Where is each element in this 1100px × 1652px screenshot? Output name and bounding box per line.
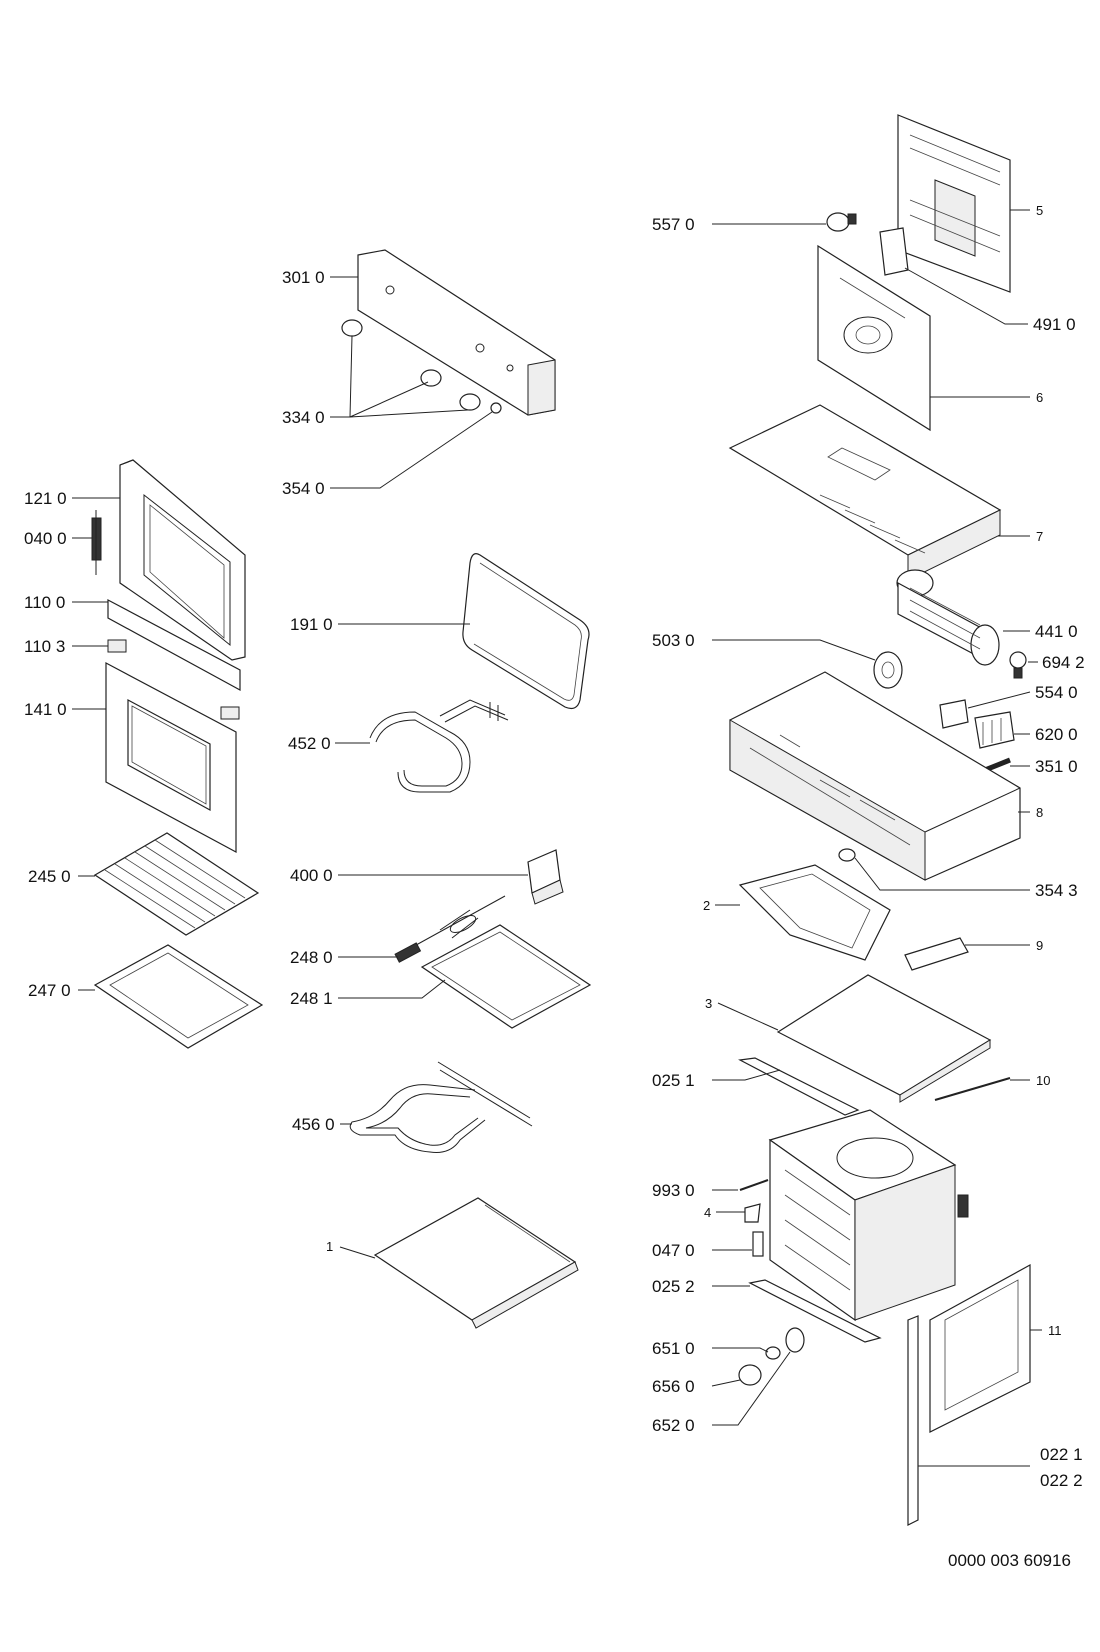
label-110-3: 110 3 <box>24 637 65 656</box>
label-4: 4 <box>704 1205 711 1220</box>
label-3: 3 <box>705 996 712 1011</box>
label-047-0: 047 0 <box>652 1241 695 1260</box>
part-lamp <box>1009 651 1027 679</box>
part-side-plate <box>776 974 992 1103</box>
part-spit-frame <box>420 924 592 1029</box>
part-base-housing <box>729 671 1021 881</box>
part-rail-upper <box>738 1057 860 1116</box>
part-bracket <box>904 937 969 971</box>
label-245-0: 245 0 <box>28 867 71 886</box>
label-354-3: 354 3 <box>1035 881 1078 900</box>
part-oven-cavity <box>768 1109 969 1322</box>
part-screw <box>739 1179 769 1191</box>
part-bottom-element <box>349 1061 533 1153</box>
part-grill-element <box>369 699 509 793</box>
label-694-2: 694 2 <box>1042 653 1085 672</box>
part-bottom-plate <box>373 1197 579 1329</box>
part-relay <box>939 699 969 729</box>
label-620-0: 620 0 <box>1035 725 1078 744</box>
part-rail-lower <box>748 1279 882 1343</box>
label-191-0: 191 0 <box>290 615 333 634</box>
part-clips <box>107 639 240 720</box>
label-452-0: 452 0 <box>288 734 331 753</box>
label-993-0: 993 0 <box>652 1181 695 1200</box>
part-lamp-holder <box>765 1346 781 1360</box>
part-door-frame <box>119 459 246 661</box>
part-tangential-fan <box>896 569 1000 666</box>
part-thermostat <box>527 849 564 905</box>
label-6: 6 <box>1036 390 1043 405</box>
part-vertical-rail <box>907 1315 919 1526</box>
label-141-0: 141 0 <box>24 700 67 719</box>
part-cover-plate <box>738 864 891 961</box>
part-back-wall <box>817 244 931 432</box>
label-441-0: 441 0 <box>1035 622 1078 641</box>
label-652-0: 652 0 <box>652 1416 695 1435</box>
label-334-0: 334 0 <box>282 408 325 427</box>
label-022-1: 022 1 <box>1040 1445 1083 1464</box>
part-lamp-cover <box>738 1364 762 1386</box>
part-rear-cover <box>897 114 1011 293</box>
label-110-0: 110 0 <box>24 593 65 612</box>
part-terminal-block <box>879 227 909 276</box>
label-022-2: 022 2 <box>1040 1471 1083 1490</box>
label-554-0: 554 0 <box>1035 683 1078 702</box>
part-clip-small <box>744 1203 761 1223</box>
label-557-0: 557 0 <box>652 215 695 234</box>
part-spacer <box>838 848 856 862</box>
part-wire-rack <box>93 832 260 936</box>
part-support <box>752 1231 764 1257</box>
part-side-frame <box>929 1263 1031 1433</box>
label-9: 9 <box>1036 938 1043 953</box>
label-8: 8 <box>1036 805 1043 820</box>
label-121-0: 121 0 <box>24 489 67 508</box>
label-10: 10 <box>1036 1073 1050 1088</box>
label-040-0: 040 0 <box>24 529 67 548</box>
part-rotisserie-spit <box>394 895 506 963</box>
label-456-0: 456 0 <box>292 1115 335 1134</box>
part-fuse <box>984 757 1011 773</box>
part-door-switch <box>826 212 857 232</box>
label-301-0: 301 0 <box>282 268 325 287</box>
label-656-0: 656 0 <box>652 1377 695 1396</box>
part-knobs <box>341 319 502 414</box>
part-strip <box>934 1077 1011 1101</box>
label-248-0: 248 0 <box>290 948 333 967</box>
label-248-1: 248 1 <box>290 989 333 1008</box>
part-terminal-strip <box>974 711 1015 749</box>
label-7: 7 <box>1036 529 1043 544</box>
label-2: 2 <box>703 898 710 913</box>
part-door-outer <box>105 662 237 854</box>
part-door-trim <box>107 599 241 692</box>
label-025-2: 025 2 <box>652 1277 695 1296</box>
document-number: 0000 003 60916 <box>948 1551 1071 1570</box>
part-baking-tray <box>93 944 264 1049</box>
label-247-0: 247 0 <box>28 981 71 1000</box>
label-651-0: 651 0 <box>652 1339 695 1358</box>
label-354-0: 354 0 <box>282 479 325 498</box>
label-400-0: 400 0 <box>290 866 333 885</box>
part-top-panel <box>728 404 1002 581</box>
label-11: 11 <box>1048 1323 1062 1338</box>
label-025-1: 025 1 <box>652 1071 695 1090</box>
label-1: 1 <box>326 1239 333 1254</box>
label-5: 5 <box>1036 203 1043 218</box>
label-503-0: 503 0 <box>652 631 695 650</box>
part-motor <box>873 651 903 689</box>
part-hinge <box>91 510 102 575</box>
label-351-0: 351 0 <box>1035 757 1078 776</box>
part-gasket <box>462 553 590 710</box>
part-lamp-socket <box>785 1327 805 1353</box>
label-491-0: 491 0 <box>1033 315 1076 334</box>
part-control-panel <box>357 249 556 416</box>
